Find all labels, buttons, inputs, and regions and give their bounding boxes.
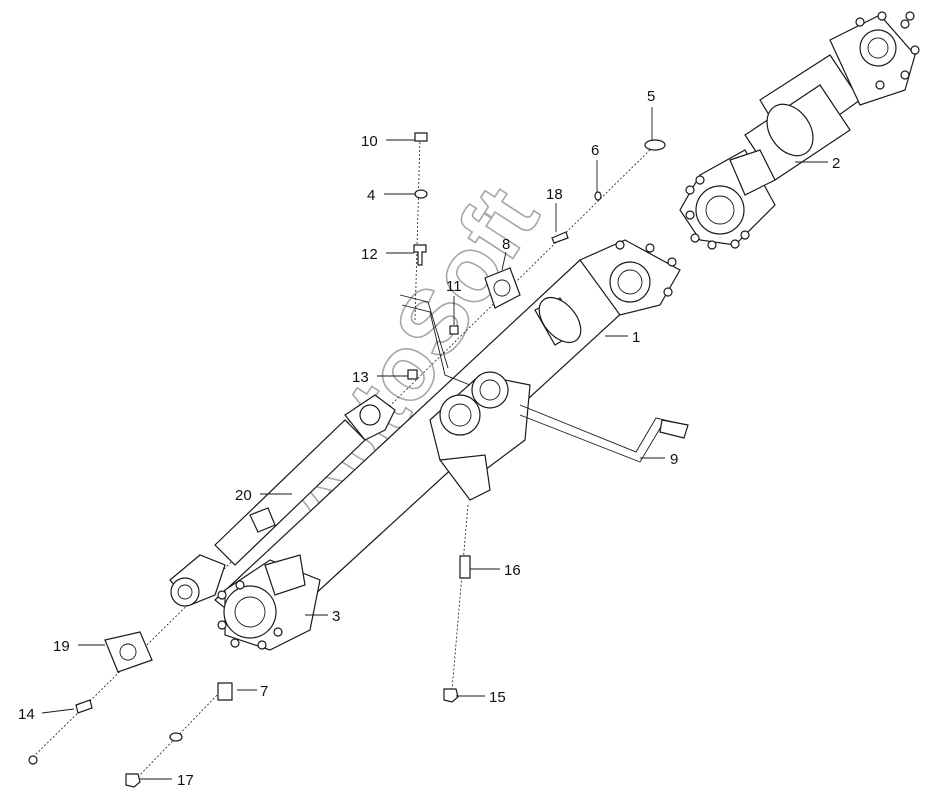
nut-part-11: [449, 325, 459, 335]
bolt-part-16: [459, 555, 471, 579]
callout-20: 20: [235, 487, 252, 504]
assembly-axes: [29, 137, 656, 781]
callout-18: 18: [546, 186, 563, 203]
ring-part-6: [594, 191, 602, 201]
flange-part-8: [484, 267, 521, 309]
callout-16: 16: [504, 562, 521, 579]
fasteners: [28, 132, 666, 788]
callout-17: 17: [177, 772, 194, 789]
washer-part-17a: [169, 732, 183, 742]
callout-14: 14: [18, 706, 35, 723]
nut-part-14b: [28, 755, 38, 765]
bolt-part-14: [75, 699, 93, 714]
nut-part-13: [407, 369, 418, 380]
drive-shaft-part-20: [169, 394, 396, 607]
bracket-part-9: [399, 294, 689, 463]
center-support-bearing: [429, 371, 531, 501]
bolt-part-12: [413, 244, 427, 266]
callout-3: 3: [332, 608, 340, 625]
callout-7: 7: [260, 683, 268, 700]
drive-shaft-part-1: [214, 239, 681, 641]
washer-part-4: [414, 189, 428, 199]
nut-part-15: [443, 688, 459, 703]
callout-5: 5: [647, 88, 655, 105]
callout-11: 11: [446, 278, 462, 295]
drive-shaft-part-2: [679, 11, 920, 250]
callout-1: 1: [632, 329, 640, 346]
callout-13: 13: [352, 369, 369, 386]
callouts: 1 2 3 4 5 6 7 8 9 10 11 12 13 14 15 16 1…: [18, 88, 840, 789]
nut-part-17: [125, 773, 141, 788]
flange-part-19: [104, 631, 153, 673]
flange-yoke-part-3: [217, 554, 321, 651]
washer-part-5: [644, 139, 666, 151]
callout-2: 2: [832, 155, 840, 172]
callout-4: 4: [367, 187, 375, 204]
callout-15: 15: [489, 689, 506, 706]
callout-19: 19: [53, 638, 70, 655]
callout-8: 8: [502, 236, 510, 253]
bolt-part-7: [217, 682, 233, 701]
leader-lines: [41, 107, 828, 780]
bolt-part-18: [551, 231, 569, 244]
nut-part-10: [414, 132, 428, 142]
callout-12: 12: [361, 246, 378, 263]
callout-6: 6: [591, 142, 599, 159]
callout-9: 9: [670, 451, 678, 468]
callout-10: 10: [361, 133, 378, 150]
